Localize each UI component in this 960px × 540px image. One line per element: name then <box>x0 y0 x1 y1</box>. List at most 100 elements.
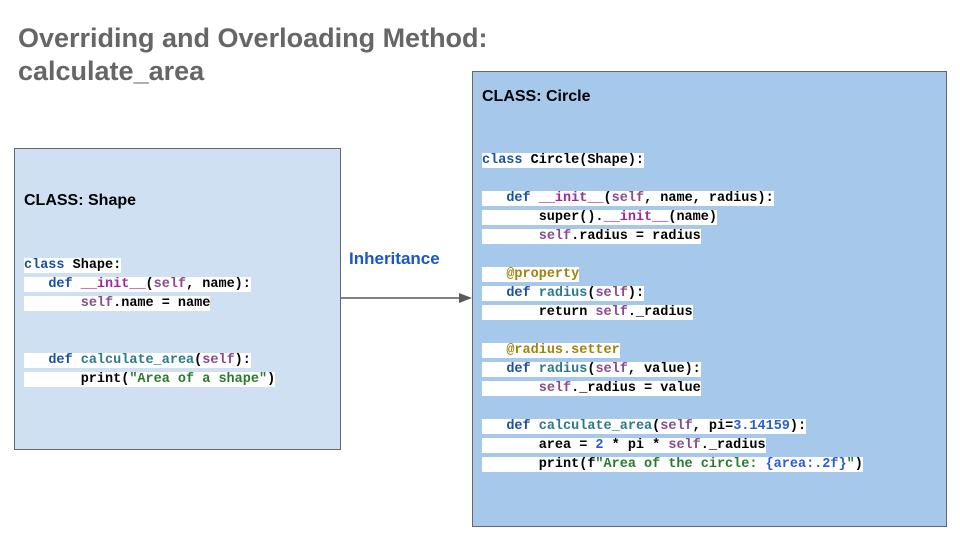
code-token: calculate_area <box>80 353 195 368</box>
code-token <box>482 419 506 434</box>
code-line <box>482 398 863 417</box>
code-line-text: def calculate_area(self): <box>24 353 251 368</box>
inheritance-arrow <box>341 293 472 303</box>
code-token: ( <box>587 286 596 301</box>
code-token <box>531 286 539 301</box>
code-line <box>482 322 863 341</box>
code-token: @property <box>506 267 580 282</box>
code-token: self <box>538 381 572 396</box>
code-token: self <box>660 419 693 434</box>
code-line-text: def calculate_area(self, pi=3.14159): <box>482 419 807 434</box>
code-token: 3.14159 <box>733 419 790 434</box>
code-token: * pi * <box>603 438 669 453</box>
code-token: ) <box>267 372 276 387</box>
code-token <box>482 362 506 377</box>
code-line: def radius(self, value): <box>482 360 863 379</box>
code-line-text: @property <box>482 267 580 282</box>
code-line: print("Area of a shape") <box>24 370 276 389</box>
code-token: def <box>506 419 531 434</box>
code-token: self <box>595 362 628 377</box>
code-token: Shape: <box>64 258 122 273</box>
code-line: def calculate_area(self, pi=3.14159): <box>482 417 863 436</box>
code-line-text: return self._radius <box>482 305 693 320</box>
code-token: " <box>846 457 855 472</box>
code-token: ( <box>587 362 596 377</box>
code-token: ._radius <box>627 305 693 320</box>
code-token: ): <box>234 353 251 368</box>
slide-title: Overriding and Overloading Method: calcu… <box>18 22 488 88</box>
code-token: class <box>482 153 523 168</box>
code-line: self.radius = radius <box>482 227 863 246</box>
code-token: , name): <box>186 277 251 292</box>
code-line-text: def radius(self): <box>482 286 645 301</box>
code-token: print( <box>24 372 130 387</box>
code-token <box>24 296 81 311</box>
code-token: ( <box>145 277 154 292</box>
code-token: ._radius = value <box>571 381 701 396</box>
code-token: super(). <box>482 210 604 225</box>
code-token: def <box>48 277 73 292</box>
circle-class-box: CLASS: Circle class Circle(Shape): def _… <box>472 71 947 527</box>
code-token: "Area of a shape" <box>129 372 268 387</box>
code-line-text: def radius(self, value): <box>482 362 701 377</box>
code-token: radius <box>538 362 588 377</box>
code-token: Circle(Shape): <box>522 153 645 168</box>
code-token <box>73 353 81 368</box>
code-line: area = 2 * pi * self._radius <box>482 436 863 455</box>
code-line: def calculate_area(self): <box>24 351 275 370</box>
code-token: class <box>24 258 65 273</box>
code-token: calculate_area <box>538 419 653 434</box>
shape-class-box: CLASS: Shape class Shape: def __init__(s… <box>14 148 341 450</box>
title-line-2: calculate_area <box>18 56 205 86</box>
code-token: "Area of the circle: <box>595 457 766 472</box>
code-token: self <box>595 305 628 320</box>
code-line <box>482 170 863 189</box>
code-token <box>24 277 48 292</box>
code-token: area = <box>482 438 596 453</box>
code-token: self <box>538 229 572 244</box>
code-token: def <box>48 353 73 368</box>
code-token: ) <box>854 457 863 472</box>
code-token: .radius = radius <box>571 229 701 244</box>
code-line: class Circle(Shape): <box>482 151 863 170</box>
shape-class-code: class Shape: def __init__(self, name): s… <box>24 256 276 389</box>
code-token: {area:.2f} <box>765 457 847 472</box>
code-token: self <box>153 277 187 292</box>
code-line-text: self._radius = value <box>482 381 701 396</box>
code-token <box>531 191 539 206</box>
code-token: def <box>506 191 531 206</box>
inheritance-arrow-head <box>459 293 472 303</box>
code-token: ( <box>194 353 203 368</box>
code-token <box>482 381 539 396</box>
title-line-1: Overriding and Overloading Method: <box>18 23 488 53</box>
code-line: def radius(self): <box>482 284 863 303</box>
code-token: ( <box>652 419 661 434</box>
code-token: self <box>202 353 235 368</box>
circle-class-code: class Circle(Shape): def __init__(self, … <box>482 151 863 474</box>
code-line <box>24 332 275 351</box>
code-line: def __init__(self, name): <box>24 275 275 294</box>
code-token <box>482 267 506 282</box>
code-line-text: area = 2 * pi * self._radius <box>482 438 766 453</box>
code-token: __init__ <box>80 277 146 292</box>
code-token: ( <box>603 191 612 206</box>
code-token: self <box>668 438 701 453</box>
code-token: radius <box>538 286 588 301</box>
code-line: class Shape: <box>24 256 275 275</box>
inheritance-label: Inheritance <box>349 249 440 268</box>
code-line-text: def __init__(self, name): <box>24 277 251 292</box>
circle-class-heading: CLASS: Circle <box>482 88 591 105</box>
code-line-text: def __init__(self, name, radius): <box>482 191 774 206</box>
code-line-text: print(f"Area of the circle: {area:.2f}") <box>482 457 863 472</box>
code-token: 2 <box>595 438 604 453</box>
code-token: ): <box>789 419 807 434</box>
code-token <box>531 419 539 434</box>
code-token <box>482 191 506 206</box>
code-token: __init__ <box>538 191 604 206</box>
code-line-text: class Circle(Shape): <box>482 153 645 168</box>
code-token: return <box>482 305 596 320</box>
code-token <box>73 277 81 292</box>
code-line-text: self.radius = radius <box>482 229 701 244</box>
code-token: self <box>611 191 645 206</box>
code-token: , name, radius): <box>644 191 774 206</box>
